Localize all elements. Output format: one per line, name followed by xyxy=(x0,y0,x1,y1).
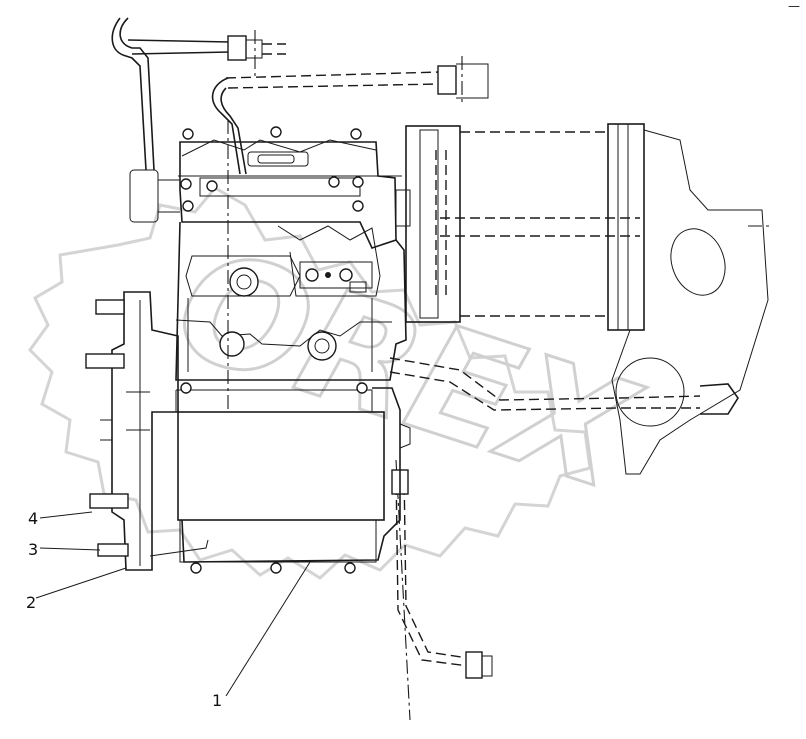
callout-3: 3 xyxy=(28,540,38,559)
compressor-head xyxy=(129,126,411,249)
callout-2: 2 xyxy=(26,593,36,612)
callout-leaders xyxy=(35,511,311,697)
mounting-flange xyxy=(85,291,179,571)
callout-1: 1 xyxy=(212,691,222,710)
corner-mark: — xyxy=(788,0,800,13)
outlet-pipe xyxy=(389,357,739,721)
callout-4: 4 xyxy=(28,509,38,528)
drive-coupling xyxy=(405,123,770,475)
cylinder-block xyxy=(175,120,407,410)
crankcase xyxy=(149,382,401,574)
air-lines xyxy=(111,17,489,175)
